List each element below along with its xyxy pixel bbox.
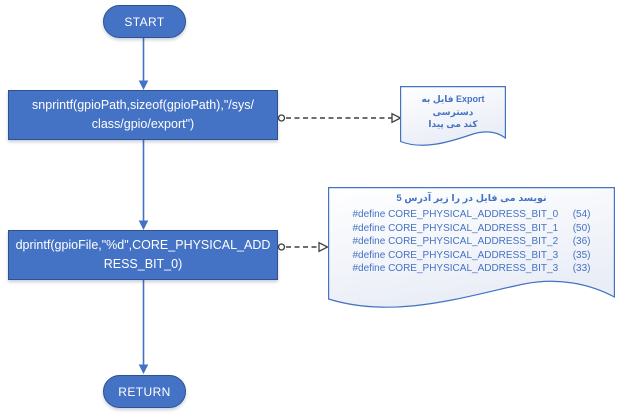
define-directive: #define CORE_PHYSICAL_ADDRESS_BIT_3 <box>352 249 559 261</box>
start-terminator: START <box>103 5 186 38</box>
document-wave-outline <box>328 187 615 308</box>
define-row: #define CORE_PHYSICAL_ADDRESS_BIT_0 (54) <box>353 208 591 222</box>
connector-source-circle-icon <box>277 243 286 251</box>
defines-note-document: 5 آدرس زیر را در فایل می نویسد #define C… <box>328 187 615 315</box>
define-directive: #define CORE_PHYSICAL_ADDRESS_BIT_3 <box>352 263 559 275</box>
export-note-text: به فایل Export دسترسی پیدا می کند <box>400 86 506 131</box>
flow-arrow-dprintf-to-return <box>138 280 149 374</box>
snprintf-process-box: snprintf(gpioPath,sizeof(gpioPath),"/sys… <box>8 90 278 140</box>
flow-arrow-start-to-snprintf <box>138 38 149 90</box>
open-arrowhead-icon <box>318 241 329 253</box>
note-line: پیدا می کند <box>428 119 478 129</box>
define-value: (50) <box>572 222 591 234</box>
dprintf-process-box: dprintf(gpioFile,"%d",CORE_PHYSICAL_ADD … <box>8 230 278 280</box>
return-label: RETURN <box>118 384 171 399</box>
document-wave-outline <box>400 86 506 146</box>
define-directive: #define CORE_PHYSICAL_ADDRESS_BIT_0 <box>352 209 559 220</box>
process-text-line: snprintf(gpioPath,sizeof(gpioPath),"/sys… <box>32 98 254 112</box>
dashed-connector-snprintf-to-export-note <box>277 112 402 124</box>
define-directive: #define CORE_PHYSICAL_ADDRESS_BIT_1 <box>352 222 559 234</box>
note-line: به فایل Export دسترسی <box>421 94 485 117</box>
arrowhead-icon <box>138 80 149 90</box>
connector-source-circle-icon <box>277 114 286 122</box>
define-value: (33) <box>572 263 591 275</box>
define-row: #define CORE_PHYSICAL_ADDRESS_BIT_1 (50) <box>353 222 591 236</box>
open-arrowhead-icon <box>391 112 402 124</box>
document-shape <box>400 86 506 146</box>
export-note-document: به فایل Export دسترسی پیدا می کند <box>400 86 506 152</box>
start-label: START <box>124 14 165 29</box>
arrowhead-icon <box>138 364 149 374</box>
dashed-connector-dprintf-to-defines-note <box>277 241 329 253</box>
defines-note-text: 5 آدرس زیر را در فایل می نویسد #define C… <box>328 187 615 276</box>
return-terminator: RETURN <box>103 375 186 408</box>
defines-header: 5 آدرس زیر را در فایل می نویسد <box>396 193 547 204</box>
process-text-line: RESS_BIT_0) <box>103 257 183 271</box>
process-text-line: dprintf(gpioFile,"%d",CORE_PHYSICAL_ADD <box>15 238 271 252</box>
arrowhead-icon <box>138 220 149 230</box>
define-row: #define CORE_PHYSICAL_ADDRESS_BIT_3 (35) <box>353 249 591 263</box>
process-text-line: class/gpio/export") <box>91 117 195 131</box>
define-value: (36) <box>572 236 591 248</box>
flow-arrow-snprintf-to-dprintf <box>138 140 149 230</box>
document-shape <box>328 187 615 308</box>
define-row: #define CORE_PHYSICAL_ADDRESS_BIT_3 (33) <box>353 262 591 276</box>
define-value: (35) <box>572 249 591 261</box>
define-directive: #define CORE_PHYSICAL_ADDRESS_BIT_2 <box>352 236 559 248</box>
define-row: #define CORE_PHYSICAL_ADDRESS_BIT_2 (36) <box>353 235 591 249</box>
define-value: (54) <box>572 209 591 220</box>
